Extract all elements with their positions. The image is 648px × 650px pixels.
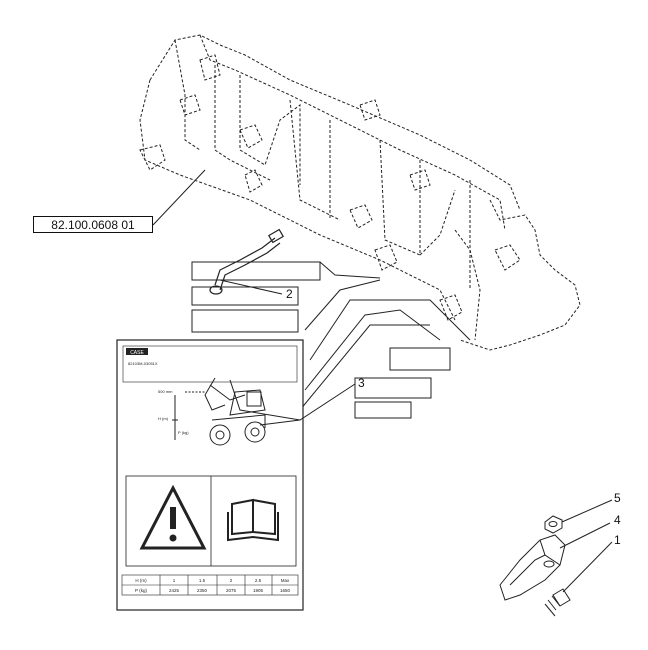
- table-row-cell: 2350: [197, 588, 208, 593]
- table-row-cell: 2425: [169, 588, 180, 593]
- decal-load-label: 500 mm: [158, 389, 173, 394]
- load-chart-decal: CASE 82103M-03051X 500 mm H (m) P (kg): [116, 339, 304, 611]
- reference-label-box: 82.100.0608 01: [33, 216, 153, 233]
- decal-height-label: H (m): [158, 416, 169, 421]
- decal-subtitle: 82103M-03051X: [128, 361, 158, 366]
- callout-number: 5: [614, 491, 621, 505]
- decal-placeholders: [191, 261, 471, 419]
- decal-brand: CASE: [130, 350, 144, 356]
- table-header-cell: H (m): [135, 578, 147, 583]
- manual-book-icon: [227, 498, 279, 542]
- callout-number: 4: [614, 513, 621, 527]
- load-table: [121, 574, 299, 596]
- callout-number: 2: [286, 287, 293, 301]
- decal-load-axis-label: P (kg): [178, 430, 189, 435]
- table-row-cell: P (kg): [135, 588, 147, 593]
- table-row-cell: 1650: [280, 588, 291, 593]
- bucket-tooth: [499, 534, 566, 601]
- table-header-cell: 1.5: [199, 578, 206, 583]
- table-header-cell: Max: [281, 578, 290, 583]
- exclamation-icon: [170, 507, 176, 529]
- loader-illustration: [172, 377, 266, 446]
- table-row-cell: 1905: [253, 588, 264, 593]
- bucket-outline: [139, 34, 581, 351]
- nut-part: [544, 515, 563, 534]
- leader-lines: [152, 169, 613, 593]
- brand-block: [126, 348, 148, 355]
- warning-triangle-icon: [139, 484, 207, 550]
- bolt-part: [544, 588, 571, 617]
- callout-number: 3: [358, 376, 365, 390]
- table-header-cell: 1: [173, 578, 176, 583]
- table-header-cell: 2.5: [255, 578, 262, 583]
- table-header-cell: 2: [230, 578, 233, 583]
- table-row-cell: 2075: [226, 588, 237, 593]
- callout-number: 1: [614, 533, 621, 547]
